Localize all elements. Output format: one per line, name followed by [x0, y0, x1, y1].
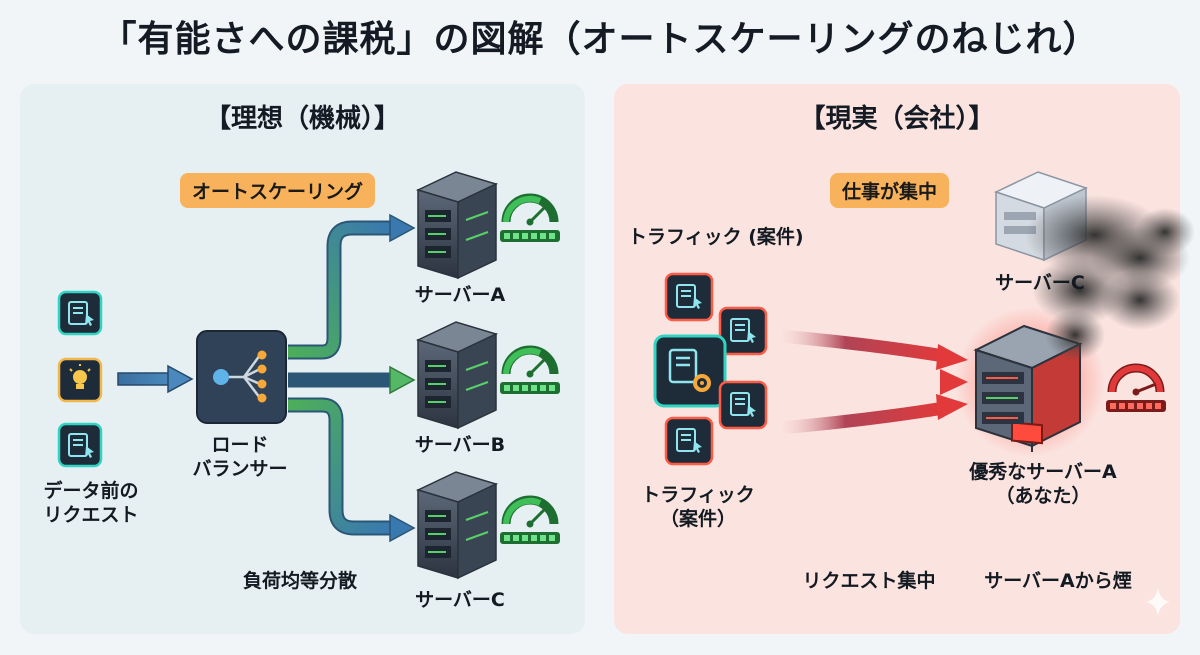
server-a-you-label-line2: （あなた） [995, 484, 1091, 507]
idle-server-c-label: サーバーC [995, 272, 1085, 294]
server-b-icon [415, 321, 499, 430]
converging-arrow-middle [780, 369, 968, 395]
load-balancer-label-line2: バランサー [192, 457, 288, 480]
ideal-heading: 【理想（機械）】 [204, 104, 400, 134]
reality-heading: 【現実（会社）】 [799, 104, 995, 134]
gauge-green-icon-a [500, 193, 560, 242]
request-doc-icon-2 [57, 422, 103, 468]
requests-label-line1: データ前の [43, 480, 139, 502]
caption-request-concentration: リクエスト集中 [802, 570, 936, 592]
gauge-red-icon [1106, 363, 1166, 412]
gauge-green-icon-b [500, 345, 560, 394]
server-a-icon [415, 171, 499, 280]
traffic-bottom-label-line2: （案件） [659, 507, 736, 530]
branch-arrow-bottom [288, 397, 416, 543]
gauge-green-icon-c [500, 495, 560, 544]
requests-label: データ前の リクエスト [36, 480, 146, 528]
traffic-doc-icon-4 [664, 416, 714, 466]
server-a-you-label: 優秀なサーバーA （あなた） [948, 461, 1138, 509]
load-balancer-label: ロード バランサー [175, 434, 305, 482]
load-balancer-icon [196, 330, 287, 424]
requests-label-line2: リクエスト [43, 503, 139, 526]
server-c-icon [415, 471, 499, 580]
traffic-doc-icon-3 [718, 380, 768, 430]
lightbulb-icon [57, 357, 103, 403]
traffic-bottom-label-line1: トラフィック [641, 484, 755, 506]
request-doc-icon-1 [57, 290, 103, 336]
load-balancer-label-line1: ロード [211, 434, 269, 456]
sparkle-icon [1146, 588, 1170, 616]
traffic-doc-icon-2 [718, 306, 768, 356]
smoke-icon [1025, 195, 1195, 361]
server-c-label: サーバーC [415, 589, 505, 611]
server-a-you-label-line1: 優秀なサーバーA [969, 461, 1117, 483]
overloaded-server-a-icon [955, 307, 1105, 457]
traffic-top-label: トラフィック (案件) [628, 226, 804, 248]
server-b-label: サーバーB [414, 434, 506, 456]
caption-server-smoke: サーバーAから煙 [984, 570, 1132, 592]
branch-arrow-top [288, 213, 416, 360]
converging-arrow-bottom [779, 394, 968, 435]
traffic-bottom-label: トラフィック （案件） [638, 484, 758, 532]
autoscaling-pill: オートスケーリング [180, 173, 376, 208]
balance-label: 負荷均等分散 [242, 570, 357, 592]
request-arrow [117, 364, 194, 394]
branch-arrow-middle [288, 365, 416, 395]
concentration-pill: 仕事が集中 [830, 173, 950, 208]
traffic-doc-gear-icon [653, 334, 727, 408]
server-a-label: サーバーA [414, 284, 506, 306]
traffic-doc-icon-1 [664, 272, 714, 322]
page-title: 「有能さへの課税」の図解（オートスケーリングのねじれ） [100, 19, 1100, 60]
converging-arrow-top [779, 329, 968, 370]
